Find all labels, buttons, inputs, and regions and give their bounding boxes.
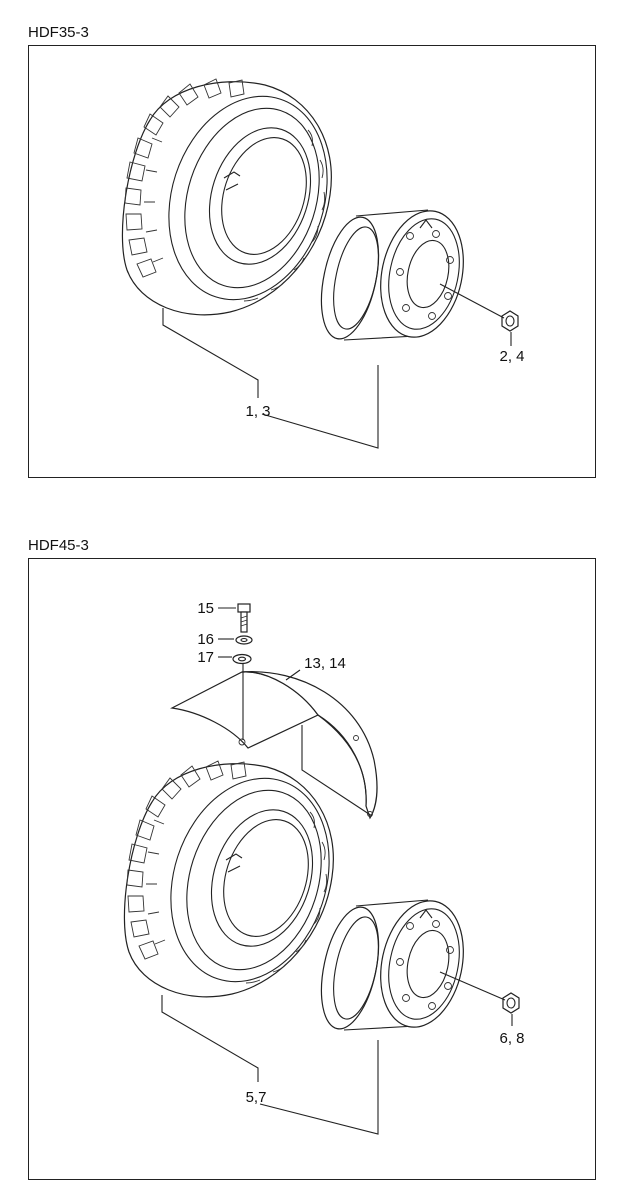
nut-leader-hdf45 [439, 971, 506, 1001]
callout-nut-hdf35: 2, 4 [499, 348, 524, 365]
tire-bracket-right-hdf45 [259, 1040, 379, 1135]
callout-nut-hdf45: 6, 8 [499, 1030, 524, 1047]
callout-flat-washer: 17 [197, 649, 214, 666]
rim-hdf35 [311, 202, 476, 346]
tire-assembly-hdf45 [123, 757, 356, 1003]
fender [170, 671, 378, 820]
callout-tire-hdf35: 1, 3 [245, 403, 270, 420]
callout-tire-hdf45: 5,7 [246, 1089, 267, 1106]
fender-leader [285, 669, 301, 681]
callout-bolt: 15 [197, 600, 214, 617]
nut-hdf45 [502, 992, 520, 1014]
lock-washer [235, 635, 253, 645]
nut-hdf35 [501, 310, 519, 332]
callout-fender: 13, 14 [304, 655, 346, 672]
bolt [237, 603, 251, 633]
nut-leader-hdf35 [439, 283, 505, 319]
model-title-hdf35: HDF35-3 [28, 24, 89, 41]
tire-assembly-hdf35 [121, 75, 354, 321]
rim-hdf45 [311, 892, 476, 1036]
tire-bracket-right-hdf35 [257, 365, 379, 449]
tire-bracket-left-hdf45 [161, 995, 259, 1082]
model-title-hdf45: HDF45-3 [28, 537, 89, 554]
flat-washer [232, 653, 252, 665]
diagram-panel-hdf45 [28, 558, 596, 1180]
diagram-panel-hdf35 [28, 45, 596, 478]
tire-bracket-left-hdf35 [162, 308, 259, 395]
callout-lock-washer: 16 [197, 631, 214, 648]
